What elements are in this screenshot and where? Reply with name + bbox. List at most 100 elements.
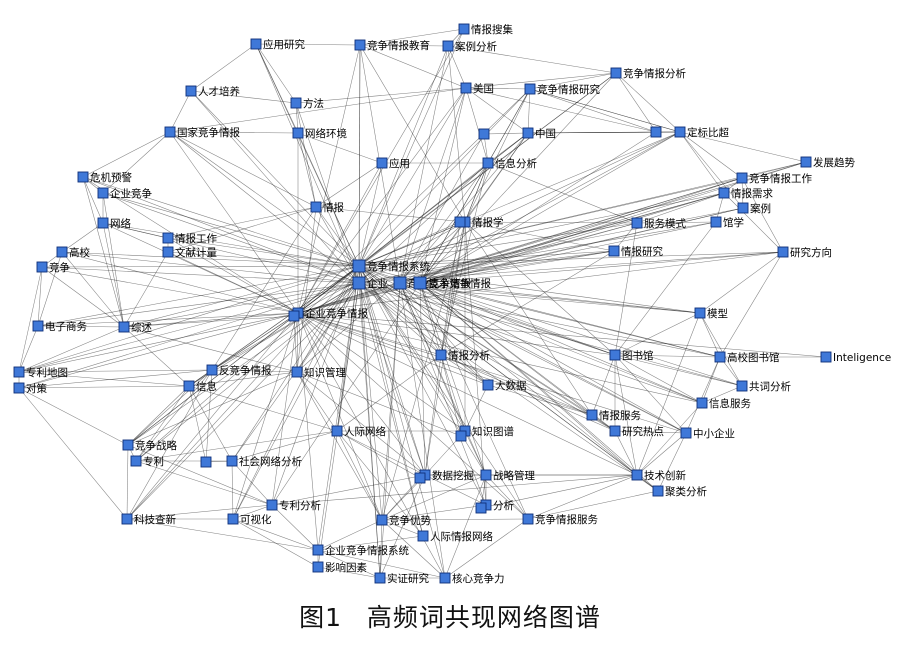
edge-n36-n25 [419,222,638,284]
edge-n24-n4 [447,45,466,223]
node-n61: 数据挖掘 [419,469,474,482]
edge-n33-n7 [358,87,467,267]
node-n33: 竞争情报系统 [352,259,430,273]
node-marker [354,39,366,51]
edge-n34-n43 [358,282,721,358]
node-n79 [288,310,300,322]
edge-n34-n19 [102,192,360,284]
node-marker [374,572,386,584]
edge-n33-n8 [358,88,531,267]
edge-n13-n5 [615,72,681,133]
edge-n33-n39 [37,265,360,327]
edge-n76-n7 [465,87,657,133]
node-marker [777,246,789,258]
node-marker [478,128,490,140]
node-marker [417,530,429,542]
edge-n34-n3 [358,44,361,284]
edge-n69-n70 [381,518,529,521]
edge-n49-n58 [127,385,190,446]
edge-n36-n62 [419,282,487,476]
node-marker [310,201,322,213]
node-label: 专利分析 [279,499,321,512]
edge-n33-n68 [232,265,360,520]
edge-n51-n38 [699,312,743,387]
edge-n62-n75 [444,474,487,579]
node-marker [522,513,534,525]
edge-n37-n47 [296,312,299,373]
edge-n40-n23 [102,222,125,328]
edge-n42-n57 [614,354,687,434]
node-marker [312,544,324,556]
node-label: 危机预警 [90,171,132,184]
edge-n65-n67 [126,504,273,520]
node-label: 中国 [535,127,556,140]
edge-n6-n10 [169,90,192,133]
edge-n36-n65 [271,282,421,506]
node-n8: 竞争情报研究 [524,83,600,96]
edge-n29-n40 [123,251,169,328]
edge-n37-n16 [297,162,383,314]
edge-n73-n74 [317,566,381,579]
node-marker [185,85,197,97]
edge-n35-n38 [399,282,701,314]
edge-n49-n45 [18,371,190,387]
node-n42: 图书馆 [609,349,654,362]
node-label: 大数据 [495,379,527,392]
edge-n37-n7 [297,87,467,314]
node-label: 竞争情报分析 [623,67,686,80]
node-marker [226,455,238,467]
edge-n42-n63 [614,354,638,476]
edge-n79-n47 [293,315,298,373]
edge-n33-n70 [358,265,529,520]
edge-n65-n60 [231,460,273,506]
node-marker [97,217,109,229]
edge-n81-n47 [296,371,462,437]
edge-n42-n51 [614,354,743,387]
edge-n37-n27 [167,237,299,314]
node-marker [820,351,832,363]
edge-n54-n60 [231,430,338,462]
edge-n36-n5 [419,72,617,284]
edge-n82-n49 [188,385,207,463]
node-marker [290,97,302,109]
edge-n36-n30 [419,251,784,284]
edge-n34-n64 [358,282,659,492]
edge-n43-n53 [701,356,721,404]
node-marker [609,349,621,361]
edge-n49-n48 [18,385,190,389]
edge-n34-n51 [358,282,743,387]
node-label: 方法 [303,97,324,110]
edge-n7-n8 [465,87,531,90]
node-label: 服务模式 [644,217,686,230]
node-label: 模型 [707,307,728,320]
edge-n47-n69 [296,371,383,521]
edge-n76-n8 [529,88,657,133]
node-n11: 网络环境 [292,127,347,140]
edge-n61-n54 [336,430,426,476]
edge-n18-n14 [741,161,807,179]
node-marker [77,171,89,183]
node-n44: Inteligence [820,351,891,364]
node-n50: 大数据 [482,379,527,392]
node-marker [524,83,536,95]
node-marker [608,245,620,257]
edge-n36-n42 [419,282,616,356]
edge-n7-n12 [465,87,529,134]
edge-n34-n28 [61,251,360,284]
edge-n37-n40 [123,312,299,328]
edge-n33-n10 [169,131,360,267]
node-n26: 馆学 [710,216,744,229]
node-label: 企业竞争情报系统 [325,544,409,557]
node-marker [352,259,366,273]
edge-n34-n13 [358,131,681,284]
edge-n35-n17 [399,162,489,284]
edge-n42-n52 [591,354,616,416]
edge-n63-n65 [271,474,638,506]
edge-n17-n24 [464,162,489,223]
node-label: 发展趋势 [813,156,855,169]
edge-n72-n68 [232,518,319,551]
node-label: 人际网络 [344,425,386,438]
edge-n37-n30 [297,251,784,314]
edge-n63-n57 [636,432,687,476]
node-marker [674,126,686,138]
